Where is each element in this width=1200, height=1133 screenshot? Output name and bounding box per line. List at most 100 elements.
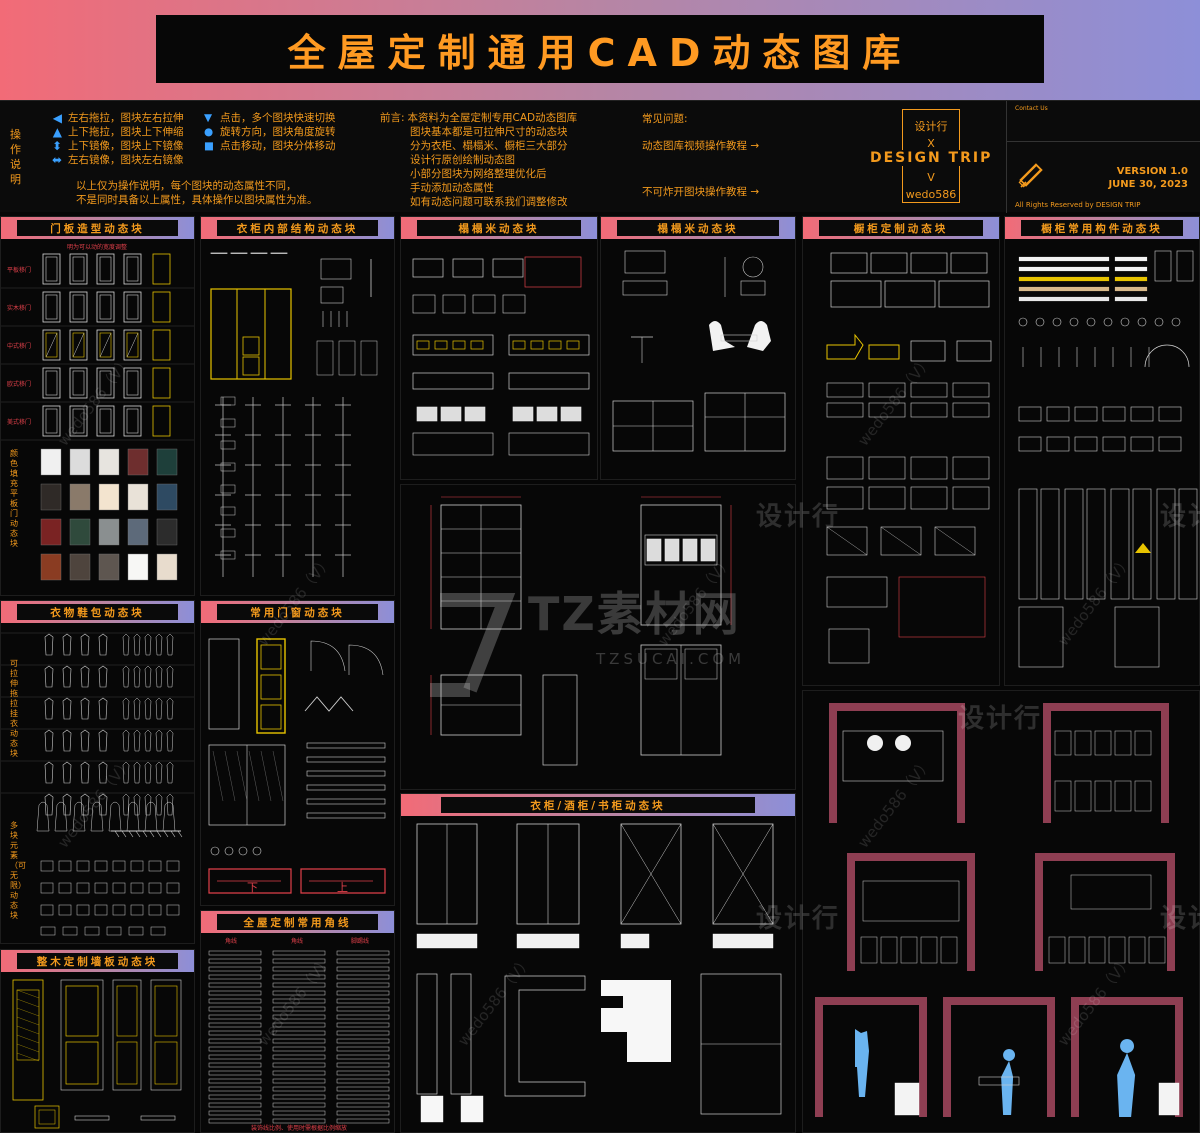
cad-shape (45, 332, 58, 358)
cad-shape (416, 340, 430, 350)
cad-shape (44, 793, 54, 816)
cad-shape (1070, 874, 1152, 910)
cad-shape (224, 846, 234, 856)
cad-shape (155, 761, 163, 784)
cad-shape (920, 936, 938, 964)
cad-shape (60, 979, 104, 1091)
panel-corner-lines: 全屋定制常用角线 角线 角线 脚踢线 装饰线比例、使用时需根据比例缩放 (200, 910, 395, 1133)
cad-shape (130, 860, 144, 872)
cad-shape (130, 904, 144, 916)
brand-x: X (927, 137, 935, 150)
copyright: All Rights Reserved by DESIGN TRIP (1015, 201, 1141, 209)
panel-title-parts: 橱柜常用构件动态块 (1021, 220, 1183, 236)
cad-shape (1114, 266, 1148, 272)
cad-shape (870, 252, 908, 274)
corner-col-2: 角线 (291, 938, 304, 945)
cad-shape (502, 294, 526, 314)
cad-shape (1108, 936, 1126, 964)
cad-shape (155, 633, 163, 656)
cad-shape (272, 990, 326, 996)
cad-shape (336, 974, 390, 980)
cad-shape (910, 402, 948, 418)
cad-shape (620, 823, 682, 925)
cad-shape (69, 329, 88, 361)
cad-shape (112, 860, 126, 872)
cad-shape (712, 823, 774, 925)
cad-shape (542, 674, 578, 766)
cad-shape (69, 483, 91, 511)
cad-shape (450, 973, 472, 1095)
cad-shape (208, 966, 262, 972)
panel-title-door: 门板造型动态块 (17, 220, 178, 236)
cad-shape (1054, 780, 1072, 812)
cad-shape (99, 256, 112, 282)
cad-shape (530, 340, 544, 350)
cad-shape (72, 408, 85, 434)
cad-shape (620, 933, 650, 949)
door-row-label: 平板移门 (7, 267, 32, 274)
door-down-label: 下 (247, 881, 258, 894)
cad-shape (270, 252, 288, 254)
cad-shape (210, 252, 228, 254)
cad-shape (122, 729, 130, 752)
cad-shape (208, 1022, 262, 1028)
panel-clothes: 衣物鞋包动态块 可拉伸拖拉挂衣动态块 多块元素（可无限）动态块 (0, 600, 195, 944)
cad-shape (1137, 317, 1147, 327)
cad-shape (336, 1110, 390, 1116)
cad-shape (272, 1014, 326, 1020)
faq-label: 常见问题: (642, 113, 688, 125)
cad-shape (336, 1038, 390, 1044)
cad-shape (155, 697, 163, 720)
cad-shape (272, 1038, 326, 1044)
cad-shape (1018, 266, 1110, 272)
cad-shape (208, 1094, 262, 1100)
panel-title-wood: 整木定制墙板动态块 (17, 953, 178, 969)
op-row: ●旋转方向，图块角度旋转 (204, 125, 336, 139)
cad-shape (272, 1102, 326, 1108)
panel-doors-windows: 常用门窗动态块 下 上 (200, 600, 395, 906)
preface-line: 如有动态问题可联系我们调整修改 (380, 195, 577, 209)
cad-shape (868, 344, 900, 360)
cad-shape (40, 926, 56, 936)
op-row: ▼点击，多个图块快速切换 (204, 111, 336, 125)
cad-shape (123, 291, 142, 323)
cad-shape (98, 793, 108, 816)
triangle-down-icon: ▼ (204, 112, 213, 124)
cad-shape (127, 518, 149, 546)
cad-shape (72, 294, 85, 320)
cad-shape (42, 253, 61, 285)
cad-shape (166, 665, 174, 688)
cad-shape (1144, 344, 1190, 368)
cad-shape (40, 860, 54, 872)
preface-line: 小部分图块为网络整理优化后 (380, 167, 577, 181)
clothes-label-2: 多块元素（可无限）动态块 (10, 821, 26, 920)
cad-shape (338, 340, 356, 376)
cad-shape (1114, 286, 1148, 292)
cad-shape (42, 291, 61, 323)
panel-wood-wall: 整木定制墙板动态块 (0, 949, 195, 1133)
cad-shape (224, 750, 236, 802)
panel-header: 全屋定制常用角线 (201, 911, 394, 933)
cad-shape (830, 252, 868, 274)
cad-shape (208, 1070, 262, 1076)
faq-explode-link[interactable]: 不可炸开图块操作教程 → (642, 186, 760, 198)
cad-shape (1035, 317, 1045, 327)
cad-shape (1102, 436, 1126, 452)
faq-video-link[interactable]: 动态图库视频操作教程 → (642, 140, 760, 152)
cad-shape (34, 1105, 60, 1129)
ops-note-line1: 以上仅为操作说明，每个图块的动态属性不同， (76, 180, 297, 192)
cad-shape (566, 340, 580, 350)
panel-title-tatami2: 榻榻米动态块 (617, 220, 779, 236)
cad-shape (336, 982, 390, 988)
cad-shape (96, 405, 115, 437)
cad-shape (862, 880, 960, 922)
cad-shape (1130, 436, 1154, 452)
cad-shape (127, 483, 149, 511)
cad-shape (80, 761, 90, 784)
op-row: ▲上下拖拉，图块上下伸缩 (36, 125, 184, 139)
cad-shape (952, 382, 990, 398)
cad-shape (1158, 1082, 1180, 1116)
cad-shape (220, 528, 236, 538)
cad-shape (94, 882, 108, 894)
cad-shape (38, 1109, 56, 1125)
